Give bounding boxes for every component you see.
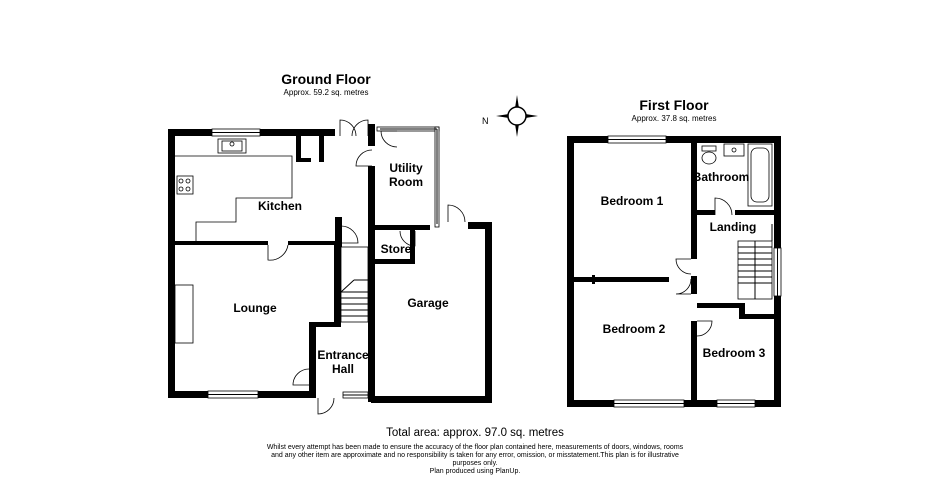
room-label-landing: Landing xyxy=(710,220,757,234)
labels: Ground Floor Approx. 59.2 sq. metres Fir… xyxy=(233,71,765,475)
room-label-store: Store xyxy=(381,242,412,256)
room-label-utility-line1: Utility xyxy=(389,161,423,175)
ground-floor-plan xyxy=(168,119,492,415)
total-area: Total area: approx. 97.0 sq. metres xyxy=(386,427,564,439)
compass-icon: N xyxy=(482,95,538,137)
kitchen-units xyxy=(175,138,293,241)
lounge-fireplace xyxy=(174,284,194,344)
room-label-garage: Garage xyxy=(407,296,449,310)
disclaimer-line-3: purposes only. xyxy=(452,460,497,467)
room-label-bedroom-1: Bedroom 1 xyxy=(601,194,664,208)
first-floor-doors xyxy=(675,197,733,337)
room-label-entrance-line2: Hall xyxy=(332,362,354,376)
room-label-bathroom: Bathroom xyxy=(693,170,750,184)
room-label-bedroom-2: Bedroom 2 xyxy=(603,322,666,336)
room-label-lounge: Lounge xyxy=(233,301,277,315)
first-floor-plan xyxy=(567,135,782,408)
ground-floor-area: Approx. 59.2 sq. metres xyxy=(284,88,369,97)
first-floor-stairs xyxy=(737,224,773,300)
ground-floor-doors xyxy=(267,119,466,415)
bathroom-fixtures xyxy=(701,143,773,207)
first-floor-title: First Floor xyxy=(639,97,709,113)
room-label-utility-line2: Room xyxy=(389,175,423,189)
ground-floor-title: Ground Floor xyxy=(281,71,371,87)
first-floor-area: Approx. 37.8 sq. metres xyxy=(632,114,717,123)
room-label-kitchen: Kitchen xyxy=(258,199,302,213)
first-floor-windows xyxy=(607,135,782,408)
ground-floor-stairs xyxy=(340,246,369,323)
utility-room-glazed-wall xyxy=(376,126,440,228)
room-label-entrance-line1: Entrance xyxy=(317,348,369,362)
compass-label: N xyxy=(482,116,489,126)
disclaimer-line-1: Whilst every attempt has been made to en… xyxy=(267,444,684,451)
room-label-bedroom-3: Bedroom 3 xyxy=(703,346,766,360)
disclaimer-line-4: Plan produced using PlanUp. xyxy=(430,468,521,475)
disclaimer-line-2: and any other item are approximate and n… xyxy=(271,452,679,459)
ground-floor-windows xyxy=(207,128,369,399)
